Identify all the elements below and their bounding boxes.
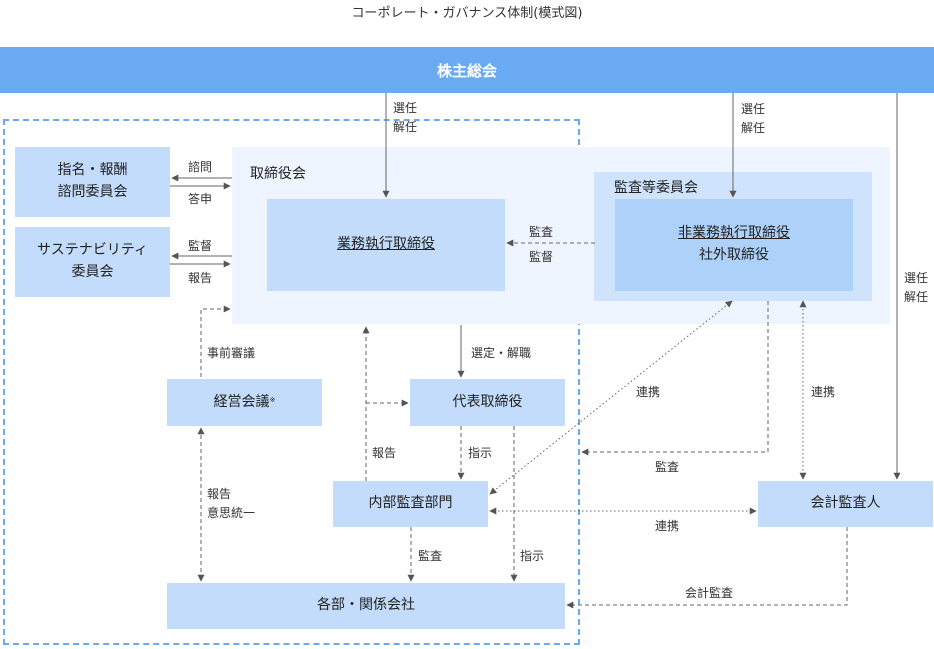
executive-directors-label: 業務執行取締役 — [337, 236, 435, 253]
label-accounting-audit: 会計監査 — [685, 586, 734, 600]
label-elect-audit: 選任解任 — [741, 102, 766, 136]
arrow-accounting-audit — [566, 527, 848, 609]
label-cooperation-1: 連携 — [636, 385, 661, 399]
accounting-auditor-label: 会計監査人 — [810, 495, 881, 512]
shareholders-meeting-bar: 株主総会 — [0, 47, 934, 93]
label-cooperation-3: 連携 — [655, 519, 680, 533]
arrow-committee-audit — [581, 301, 769, 456]
label-report-left: 報告 — [188, 271, 213, 285]
label-report-internal: 報告 — [372, 446, 397, 460]
departments-box: 各部・関係会社 — [167, 583, 565, 629]
label-instruction-1: 指示 — [468, 446, 493, 460]
arrow-prior-deliberation — [200, 305, 231, 377]
label-answer: 答申 — [188, 192, 213, 206]
label-elect-auditor: 選任解任 — [904, 271, 929, 305]
label-report-consensus: 報告意思統一 — [207, 487, 256, 521]
executive-directors-box: 業務執行取締役 — [267, 199, 505, 291]
non-executive-directors-label: 非業務執行取締役 — [678, 225, 790, 242]
label-audit-top: 監査 — [529, 225, 554, 239]
management-meeting-label: 経営会議 — [213, 393, 270, 410]
label-cooperation-2: 連携 — [811, 385, 836, 399]
non-executive-directors-box: 非業務執行取締役 社外取締役 — [615, 199, 853, 291]
internal-audit-box: 内部監査部門 — [333, 481, 488, 527]
management-meeting-note: ※ — [269, 396, 276, 405]
label-elect-board: 選任解任 — [393, 101, 418, 135]
label-audit-internal: 監査 — [418, 549, 443, 563]
accounting-auditor-box: 会計監査人 — [758, 481, 933, 527]
label-appoint-dismiss: 選定・解職 — [471, 346, 532, 360]
diagram-title: コーポレート・ガバナンス体制(模式図) — [351, 6, 583, 21]
label-consult: 諮問 — [188, 160, 213, 174]
sustainability-committee-box: サステナビリティ 委員会 — [15, 227, 170, 297]
audit-committee-title: 監査等委員会 — [614, 180, 698, 196]
arrow-cooperation-internal — [489, 300, 733, 495]
board-title: 取締役会 — [250, 166, 306, 182]
sustainability-committee-line2: 委員会 — [71, 264, 114, 280]
label-supervise-left: 監督 — [188, 239, 213, 253]
sustainability-committee-line1: サステナビリティ — [37, 242, 148, 259]
nomination-committee-box: 指名・報酬 諮問委員会 — [15, 147, 170, 217]
label-supervise-right: 監督 — [529, 250, 554, 264]
outside-directors-label: 社外取締役 — [699, 247, 769, 263]
label-audit-committee: 監査 — [655, 460, 680, 474]
label-prior-deliberation: 事前審議 — [207, 346, 256, 360]
nomination-committee-line2: 諮問委員会 — [57, 184, 128, 200]
label-instruction-2: 指示 — [520, 549, 545, 563]
departments-label: 各部・関係会社 — [317, 597, 415, 614]
shareholders-meeting-label: 株主総会 — [436, 61, 497, 80]
management-meeting-box: 経営会議※ — [167, 379, 322, 426]
internal-audit-label: 内部監査部門 — [368, 495, 453, 512]
nomination-committee-line1: 指名・報酬 — [57, 162, 128, 179]
